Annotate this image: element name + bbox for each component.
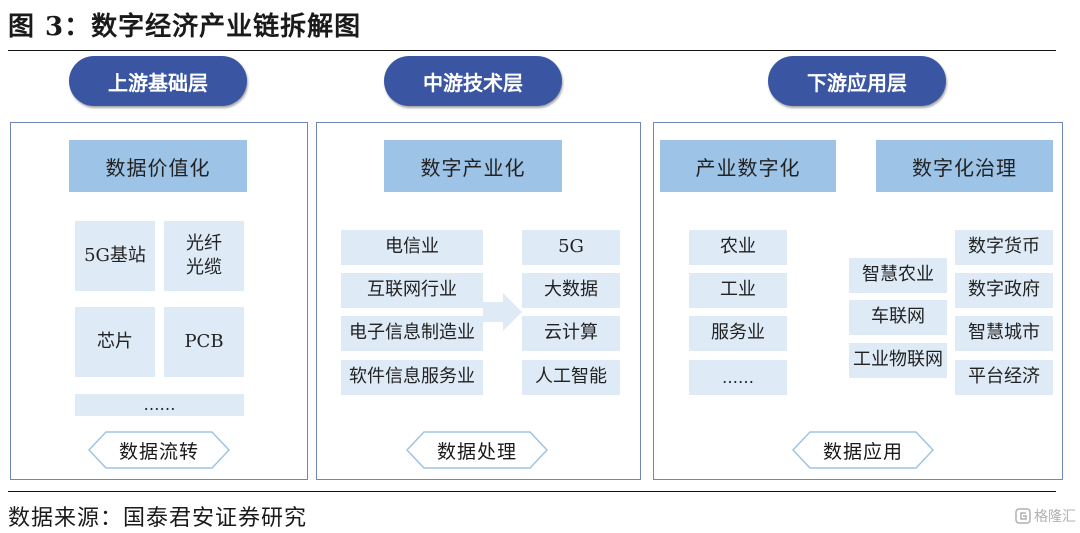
downstream-application: 智慧农业	[849, 258, 947, 293]
midstream-technology: 大数据	[522, 273, 620, 308]
layer-downstream-pill: 下游应用层	[768, 56, 946, 106]
source-note: 数据来源：国泰君安证券研究	[8, 506, 308, 531]
upstream-item-more: ……	[75, 394, 244, 416]
right-arrow-icon	[483, 293, 522, 331]
flow-shape-upstream	[88, 431, 230, 469]
midstream-industry: 软件信息服务业	[341, 360, 483, 395]
downstream-header-industry: 产业数字化	[660, 140, 836, 192]
downstream-governance-item: 平台经济	[955, 360, 1053, 395]
midstream-industry: 互联网行业	[341, 273, 483, 308]
flow-shape-midstream	[406, 431, 548, 469]
downstream-sector-more: ……	[689, 360, 787, 395]
downstream-application: 工业物联网	[849, 343, 947, 378]
watermark-logo-icon	[1015, 508, 1031, 524]
figure-title: 图 3：数字经济产业链拆解图	[8, 12, 362, 42]
midstream-technology: 人工智能	[522, 360, 620, 395]
layer-upstream-pill: 上游基础层	[69, 56, 247, 106]
watermark: 格隆汇	[1015, 506, 1076, 526]
downstream-sector: 服务业	[689, 316, 787, 351]
flow-label-upstream: 数据流转	[118, 440, 199, 463]
downstream-governance-item: 数字货币	[955, 230, 1053, 265]
downstream-governance-item: 智慧城市	[955, 316, 1053, 351]
watermark-text: 格隆汇	[1034, 509, 1076, 525]
downstream-sector: 农业	[689, 230, 787, 265]
upstream-item: 5G基站	[75, 221, 155, 291]
top-rule	[8, 50, 1056, 51]
downstream-governance-item: 数字政府	[955, 273, 1053, 308]
flow-shape-downstream	[792, 431, 934, 469]
downstream-header-governance: 数字化治理	[876, 140, 1053, 192]
midstream-header: 数字产业化	[384, 140, 562, 192]
midstream-technology: 云计算	[522, 316, 620, 351]
flow-label-midstream: 数据处理	[436, 440, 517, 463]
midstream-technology: 5G	[522, 230, 620, 265]
flow-label-downstream: 数据应用	[822, 440, 903, 463]
downstream-sector: 工业	[689, 273, 787, 308]
layer-midstream-pill: 中游技术层	[384, 56, 562, 106]
upstream-item: 光纤 光缆	[164, 221, 244, 291]
midstream-industry: 电信业	[341, 230, 483, 265]
upstream-item: 芯片	[75, 307, 155, 377]
bottom-rule	[8, 491, 1056, 492]
upstream-header: 数据价值化	[69, 140, 247, 192]
downstream-application: 车联网	[849, 300, 947, 335]
upstream-item: PCB	[164, 307, 244, 377]
midstream-industry: 电子信息制造业	[341, 316, 483, 351]
